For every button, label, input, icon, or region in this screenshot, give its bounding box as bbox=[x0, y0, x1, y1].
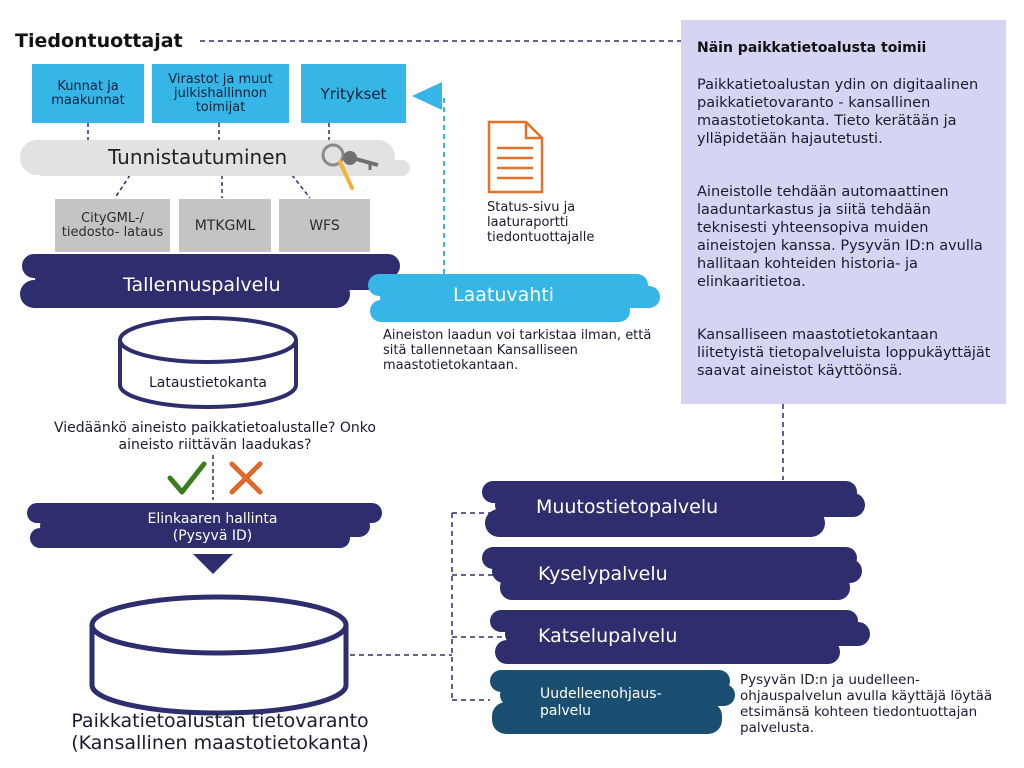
main-db-label: Paikkatietoalustan tietovaranto (Kansall… bbox=[40, 710, 400, 754]
document-icon bbox=[487, 120, 544, 194]
lifecycle-label: Elinkaaren hallinta (Pysyvä ID) bbox=[120, 511, 305, 545]
auth-label: Tunnistautuminen bbox=[108, 145, 288, 169]
service-view: Katselupalvelu bbox=[538, 625, 678, 647]
service-change-data: Muutostietopalvelu bbox=[536, 496, 719, 518]
quality-note: Aineiston laadun voi tarkistaa ilman, et… bbox=[383, 328, 652, 373]
info-panel-title: Näin paikkatietoalusta toimii bbox=[697, 40, 927, 56]
main-db-line1: Paikkatietoalustan tietovaranto bbox=[71, 710, 369, 732]
main-db-cylinder bbox=[89, 594, 349, 716]
producer-agencies: Virastot ja muut julkishallinnon toimija… bbox=[152, 64, 289, 123]
question-text: Viedäänkö aineisto paikkatietoalustalle?… bbox=[54, 420, 376, 453]
status-note: Status-sivu ja laaturaportti tiedontuott… bbox=[487, 200, 595, 245]
info-panel-paragraph-3: Kansalliseen maastotietokantaan liitetyi… bbox=[697, 327, 991, 379]
info-panel: Näin paikkatietoalusta toimii Paikkatiet… bbox=[681, 20, 1006, 404]
page-title: Tiedontuottajat bbox=[15, 30, 183, 52]
producer-companies: Yritykset bbox=[301, 64, 406, 123]
redirect-note: Pysyvän ID:n ja uudelleen- ohjauspalvelu… bbox=[740, 672, 993, 736]
check-icon bbox=[167, 461, 207, 495]
quality-guard-label: Laatuvahti bbox=[453, 284, 555, 306]
format-mtkgml: MTKGML bbox=[179, 199, 271, 252]
cross-icon bbox=[229, 461, 263, 495]
lifecycle-line1: Elinkaaren hallinta bbox=[147, 511, 278, 527]
format-citygml: CityGML-/ tiedosto- lataus bbox=[55, 199, 170, 252]
storage-service-label: Tallennuspalvelu bbox=[123, 274, 281, 296]
lifecycle-line2: (Pysyvä ID) bbox=[172, 528, 253, 544]
service-redirect: Uudelleenohjaus- palvelu bbox=[540, 686, 662, 719]
main-db-line2: (Kansallinen maastotietokanta) bbox=[71, 732, 369, 754]
storage-band bbox=[20, 254, 400, 338]
upload-db-label: Lataustietokanta bbox=[148, 375, 268, 391]
info-panel-paragraph-2: Aineistolle tehdään automaattinen laadun… bbox=[697, 184, 983, 290]
keys-icon bbox=[321, 143, 379, 190]
format-wfs: WFS bbox=[279, 199, 370, 252]
producer-municipalities: Kunnat ja maakunnat bbox=[32, 64, 144, 123]
upload-db-cylinder bbox=[118, 316, 298, 409]
info-panel-paragraph-1: Paikkatietoalustan ydin on digitaalinen … bbox=[697, 77, 979, 147]
service-query: Kyselypalvelu bbox=[538, 563, 668, 585]
